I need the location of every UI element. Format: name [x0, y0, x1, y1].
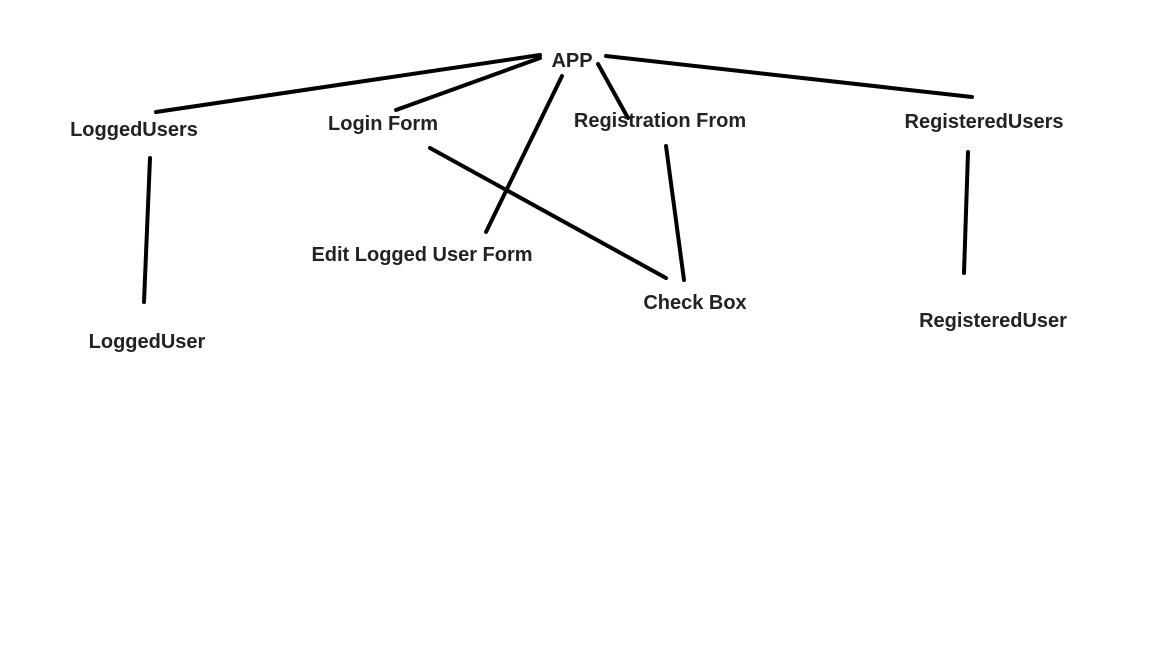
- node-app: APP: [551, 50, 593, 72]
- node-check-box: Check Box: [643, 292, 747, 314]
- edge-app-registered-users: [604, 54, 974, 99]
- edge-app-edit-logged-user-form: [484, 74, 564, 234]
- node-registration-form: Registration From: [573, 110, 747, 132]
- edge-app-logged-users: [154, 53, 542, 114]
- edge-app-login-form: [394, 56, 542, 112]
- node-edit-logged-user-form: Edit Logged User Form: [311, 244, 533, 266]
- edge-logged-users-logged-user: [142, 156, 152, 304]
- edge-app-registration-form: [596, 62, 630, 120]
- edge-registered-users-registered-user: [962, 150, 970, 275]
- edge-login-form-check-box: [428, 146, 668, 280]
- node-registered-users: RegisteredUsers: [904, 111, 1064, 133]
- node-registered-user: RegisteredUser: [919, 310, 1067, 332]
- edge-registration-form-check-box: [664, 144, 686, 282]
- node-login-form: Login Form: [328, 113, 438, 135]
- node-logged-users: LoggedUsers: [70, 119, 198, 141]
- node-logged-user: LoggedUser: [88, 331, 206, 353]
